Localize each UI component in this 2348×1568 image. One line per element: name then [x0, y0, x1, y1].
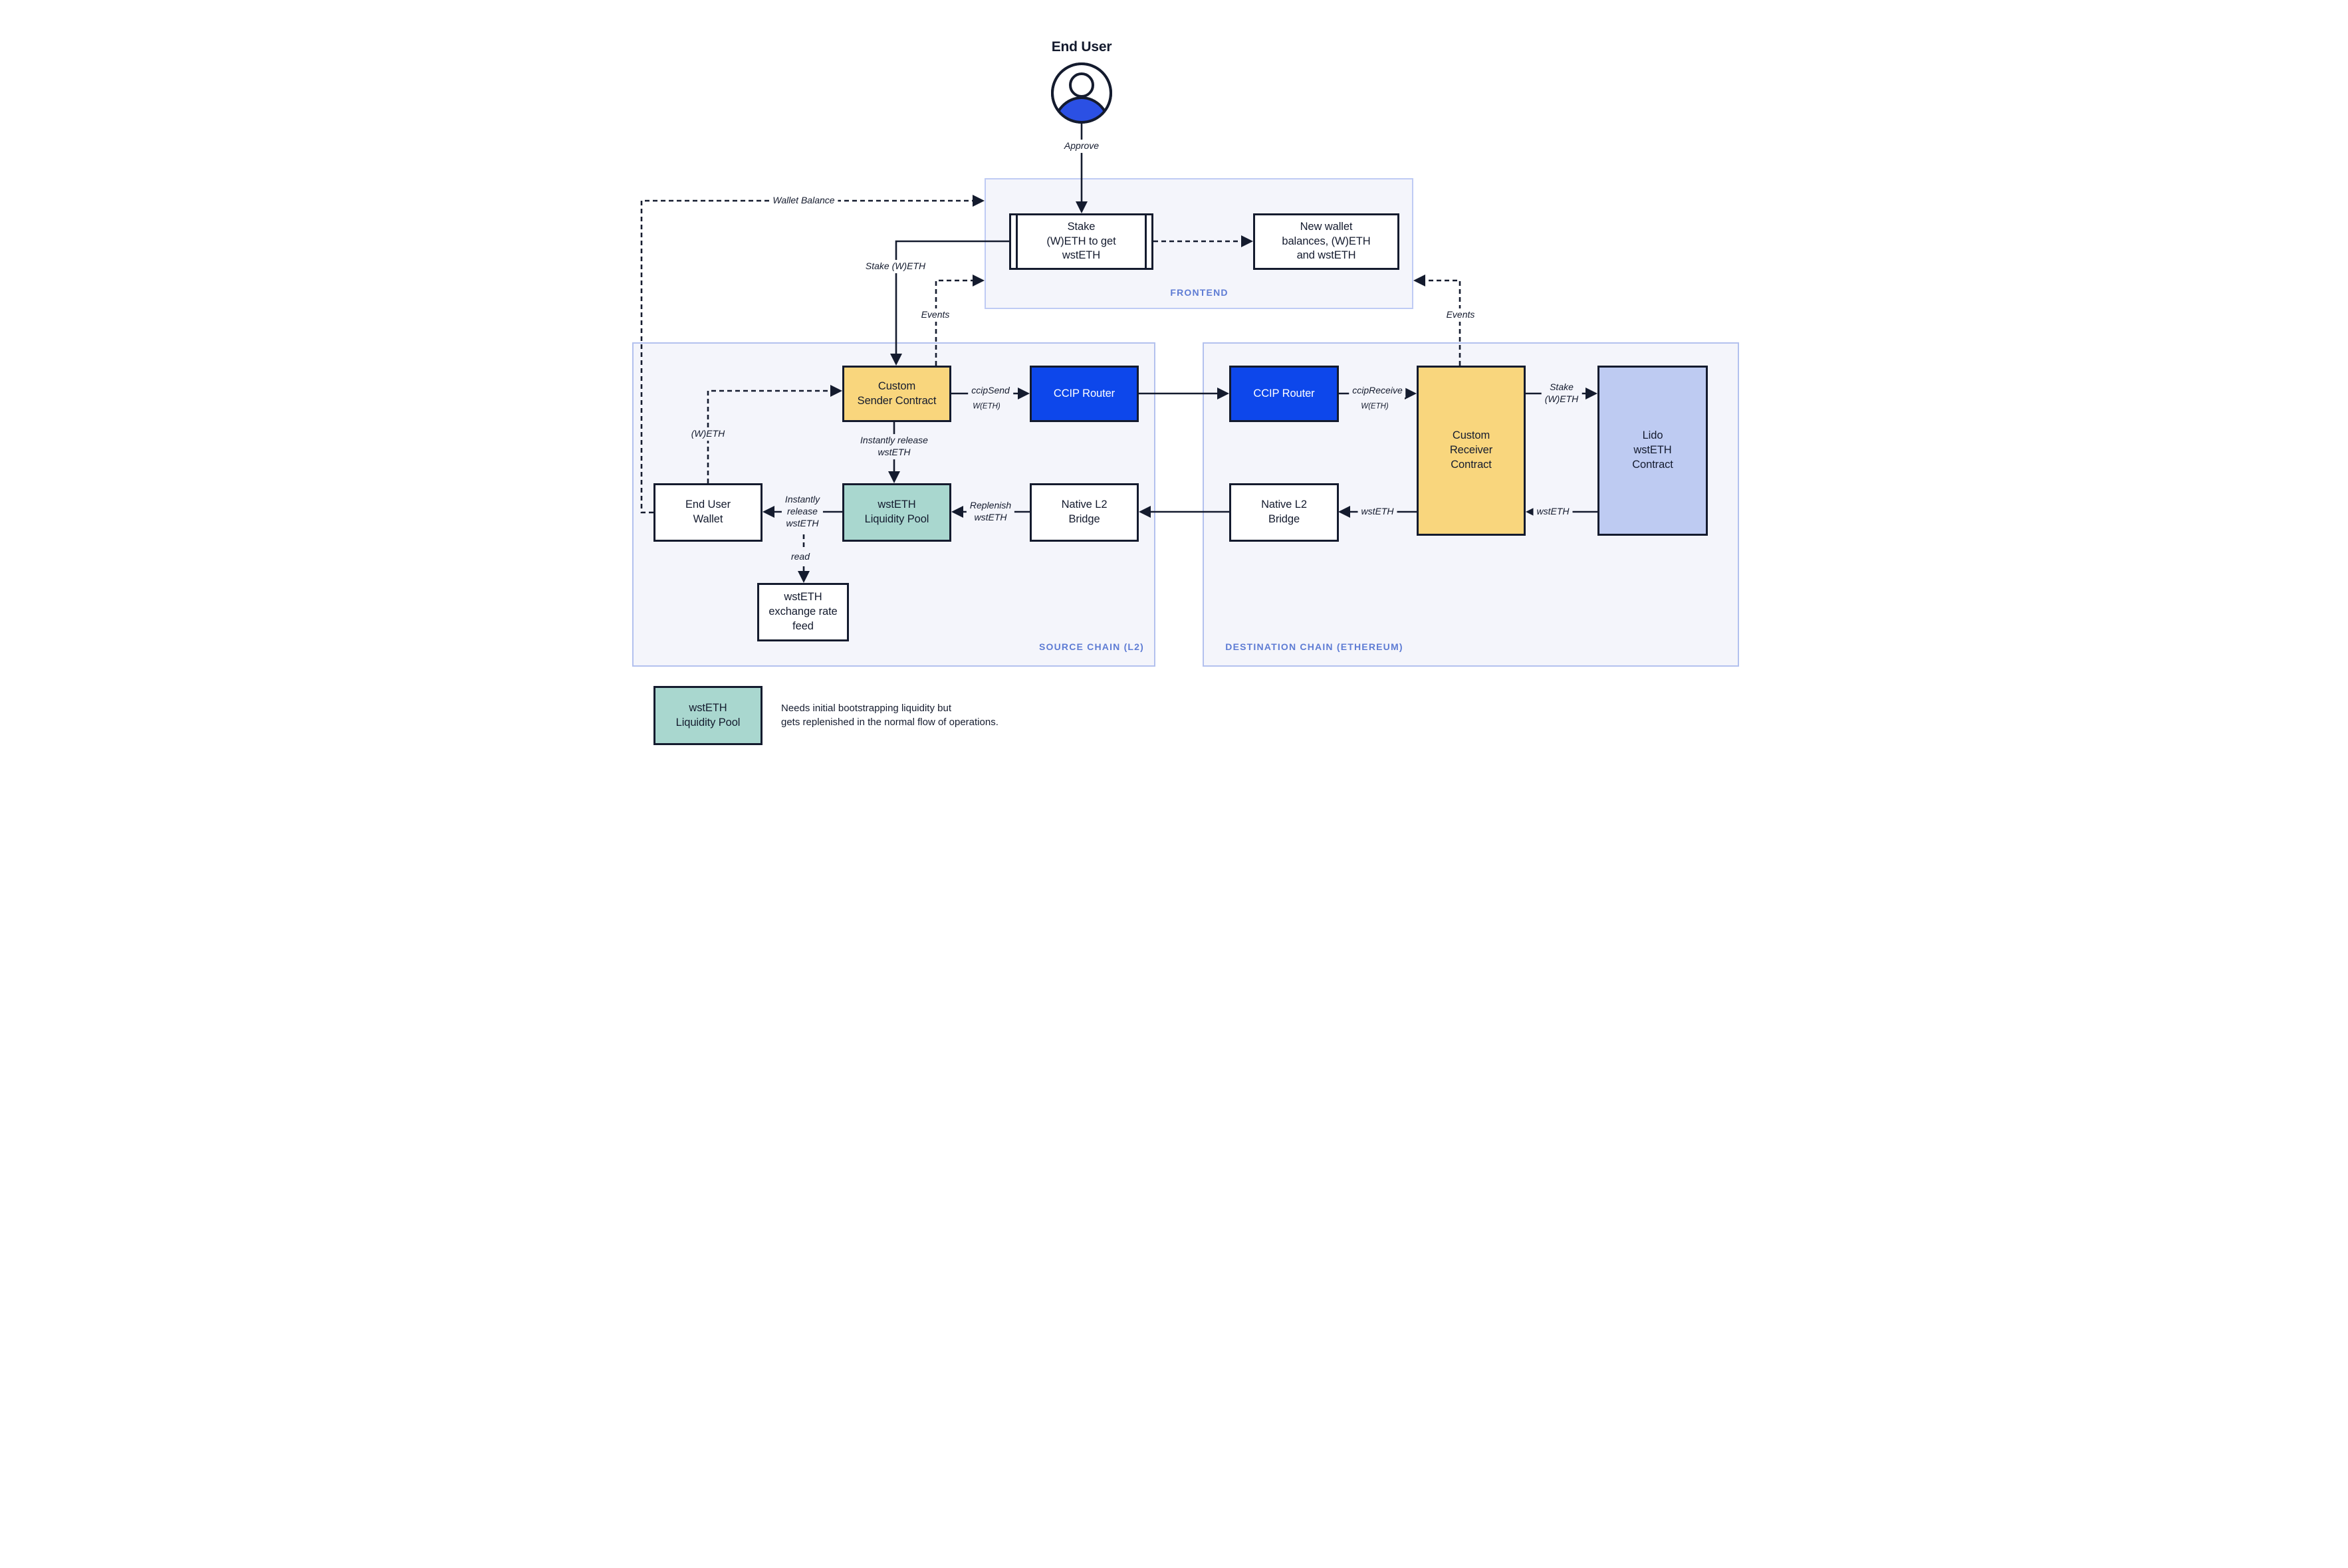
end-user-wallet-box: End User Wallet	[653, 483, 763, 542]
wallet-balance-label: Wallet Balance	[769, 194, 838, 207]
edge-stake-weth	[895, 240, 1009, 354]
approve-label: Approve	[1060, 140, 1103, 153]
edge-events-left	[935, 279, 973, 366]
edge-events-right	[1425, 279, 1461, 366]
frontend-label: FRONTEND	[1170, 287, 1229, 298]
rate-feed-box: wstETH exchange rate feed	[757, 583, 849, 641]
wsteth-lido-label: wstETH	[1533, 505, 1573, 518]
replenish-label: Replenish wstETH	[966, 499, 1015, 524]
native-bridge-dest-box: Native L2 Bridge	[1229, 483, 1339, 542]
instantly-release-pool-label: Instantly release wstETH	[781, 493, 824, 530]
stake-box: Stake (W)ETH to get wstETH	[1009, 213, 1153, 270]
wsteth-receiver-label: wstETH	[1357, 505, 1397, 518]
weth-label: (W)ETH	[687, 427, 729, 441]
end-user-icon	[1051, 62, 1112, 124]
source-chain-label: SOURCE CHAIN (L2)	[1038, 641, 1145, 652]
end-user-title: End User	[1051, 39, 1112, 55]
edge-wallet-balance	[640, 199, 973, 514]
ccipreceive-label: ccipReceive	[1349, 384, 1406, 397]
liquidity-pool-box: wstETH Liquidity Pool	[842, 483, 951, 542]
ccipsend-label: ccipSend	[968, 384, 1013, 397]
lido-contract-box: Lido wstETH Contract	[1597, 366, 1708, 536]
events-left-label: Events	[917, 308, 953, 322]
ccipreceive-sub-label: W(ETH)	[1359, 401, 1391, 412]
native-bridge-source-box: Native L2 Bridge	[1030, 483, 1139, 542]
custom-sender-box: Custom Sender Contract	[842, 366, 951, 422]
custom-receiver-box: Custom Receiver Contract	[1417, 366, 1526, 536]
stake-weth-right-label: Stake (W)ETH	[1541, 381, 1582, 406]
destination-chain-label: DESTINATION CHAIN (ETHEREUM)	[1225, 641, 1403, 652]
legend-swatch: wstETH Liquidity Pool	[653, 686, 763, 745]
instantly-release-sender-label: Instantly release wstETH	[857, 434, 931, 459]
events-right-label: Events	[1443, 308, 1478, 322]
arrowheads	[763, 195, 1597, 583]
new-wallet-box: New wallet balances, (W)ETH and wstETH	[1253, 213, 1399, 270]
connectors-svg	[640, 122, 1597, 583]
legend-note: Needs initial bootstrapping liquidity bu…	[781, 703, 998, 728]
ccip-router-dest-box: CCIP Router	[1229, 366, 1339, 422]
edge-weth	[707, 390, 830, 483]
diagram-canvas: End User Stake (W)ETH to get wstETH New …	[587, 0, 1761, 784]
ccip-router-source-box: CCIP Router	[1030, 366, 1139, 422]
read-label: read	[787, 550, 814, 564]
stake-weth-label: Stake (W)ETH	[862, 260, 929, 273]
ccipsend-sub-label: W(ETH)	[971, 401, 1002, 412]
